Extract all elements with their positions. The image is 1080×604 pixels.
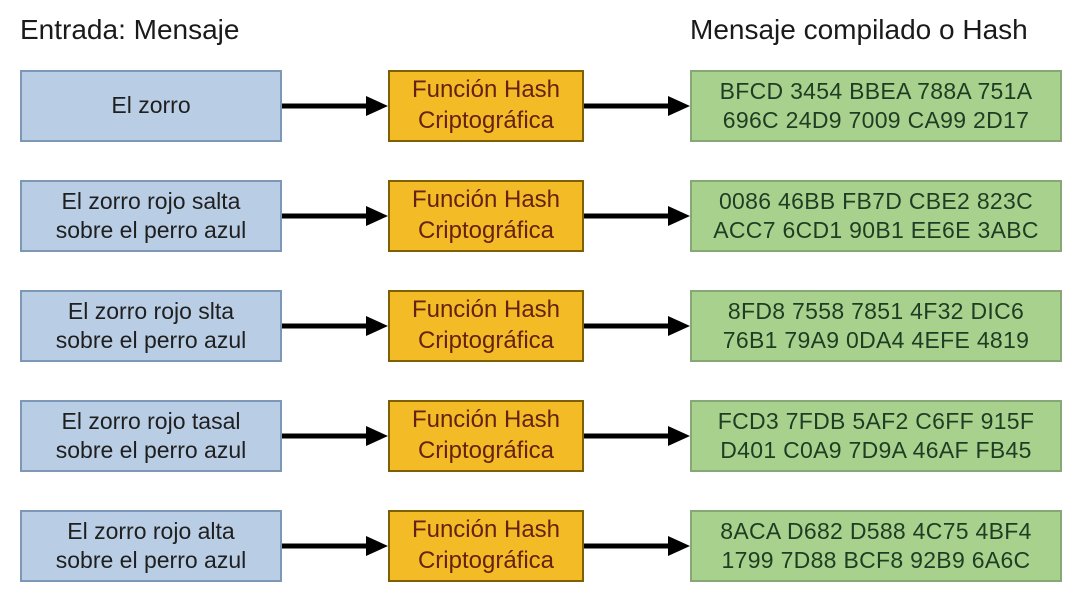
arrow-right-icon (282, 290, 388, 362)
header-row: Entrada: Mensaje Mensaje compilado o Has… (20, 14, 1080, 70)
hash-function-box: Función Hash Criptográfica (388, 400, 584, 472)
hash-output-box: 8FD8 7558 7851 4F32 DIC6 76B1 79A9 0DA4 … (690, 290, 1062, 362)
arrow-right-icon (584, 510, 690, 582)
arrow-right-icon (584, 70, 690, 142)
hash-function-box: Función Hash Criptográfica (388, 180, 584, 252)
input-column-title: Entrada: Mensaje (20, 14, 240, 45)
arrow-right-icon (282, 180, 388, 252)
arrow-right-icon (584, 290, 690, 362)
hash-row: El zorro Función Hash Criptográfica BFCD… (20, 70, 1080, 142)
arrow-right-icon (282, 70, 388, 142)
hash-output-box: 0086 46BB FB7D CBE2 823C ACC7 6CD1 90B1 … (690, 180, 1062, 252)
hash-output-box: 8ACA D682 D588 4C75 4BF4 1799 7D88 BCF8 … (690, 510, 1062, 582)
input-message-box: El zorro rojo salta sobre el perro azul (20, 180, 282, 252)
input-message-box: El zorro rojo tasal sobre el perro azul (20, 400, 282, 472)
output-column-title: Mensaje compilado o Hash (690, 14, 1028, 45)
hash-row: El zorro rojo tasal sobre el perro azul … (20, 400, 1080, 472)
hash-output-box: FCD3 7FDB 5AF2 C6FF 915F D401 C0A9 7D9A … (690, 400, 1062, 472)
hash-row: El zorro rojo alta sobre el perro azul F… (20, 510, 1080, 582)
hash-output-box: BFCD 3454 BBEA 788A 751A 696C 24D9 7009 … (690, 70, 1062, 142)
arrow-right-icon (282, 400, 388, 472)
input-message-box: El zorro rojo slta sobre el perro azul (20, 290, 282, 362)
hash-function-box: Función Hash Criptográfica (388, 290, 584, 362)
hash-function-box: Función Hash Criptográfica (388, 510, 584, 582)
input-message-box: El zorro (20, 70, 282, 142)
hash-row: El zorro rojo slta sobre el perro azul F… (20, 290, 1080, 362)
hash-row: El zorro rojo salta sobre el perro azul … (20, 180, 1080, 252)
arrow-right-icon (584, 400, 690, 472)
arrow-right-icon (584, 180, 690, 252)
input-message-box: El zorro rojo alta sobre el perro azul (20, 510, 282, 582)
rows: El zorro Función Hash Criptográfica BFCD… (20, 70, 1080, 582)
hash-function-box: Función Hash Criptográfica (388, 70, 584, 142)
arrow-right-icon (282, 510, 388, 582)
